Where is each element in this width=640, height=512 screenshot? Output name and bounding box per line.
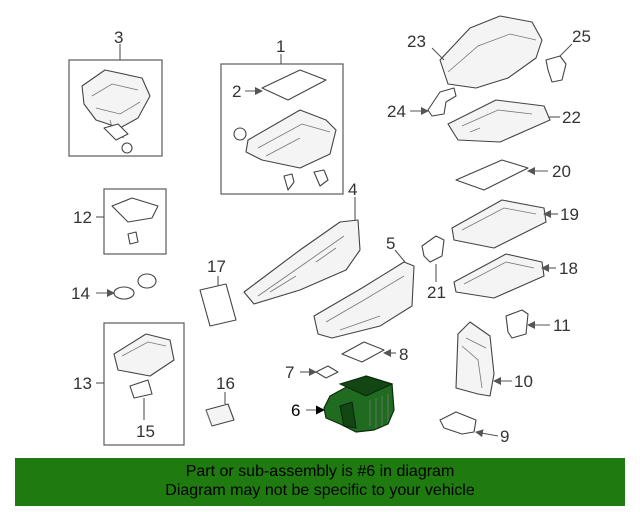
callout-22: 22 [562,108,581,127]
part-20-mat: 20 [455,159,571,191]
callout-6: 6 [291,401,300,420]
callout-10: 10 [514,372,533,391]
callout-1: 1 [276,37,285,56]
part-14-clips: 14 [71,273,157,303]
callout-20: 20 [552,162,571,181]
part-12-group: 12 [73,188,167,255]
callout-16: 16 [216,374,235,393]
banner-line-1: Part or sub-assembly is #6 in diagram [185,463,455,480]
part-12-box [103,188,167,255]
part-17-panel: 17 [199,257,237,327]
callout-7: 7 [285,363,294,382]
part-3-group: 3 [68,28,163,157]
part-21-bracket: 21 [421,235,446,302]
part-18-tray: 18 [453,253,578,299]
part-3-bracket [81,69,151,154]
part-4-side-panel: 4 [243,180,361,305]
part-6-console-box-highlighted[interactable]: 6 [291,375,395,433]
part-9-trim: 9 [439,411,509,446]
part-11-clip: 11 [505,309,571,339]
part-2-pad [261,69,327,101]
callout-21: 21 [427,283,446,302]
callout-2: 2 [232,82,241,101]
part-13-box [103,322,185,446]
callout-19: 19 [560,205,579,224]
part-22-lid-inner: 22 [447,99,581,143]
callout-11: 11 [553,316,571,335]
callout-15: 15 [136,422,155,441]
info-banner: Part or sub-assembly is #6 in diagram Di… [15,458,625,506]
part-8-pad: 8 [341,341,408,364]
callout-4: 4 [348,180,357,199]
callout-13: 13 [73,374,92,393]
callout-24: 24 [387,102,406,121]
part-25-clip: 25 [545,27,591,83]
callout-8: 8 [399,345,408,364]
part-24-hinge: 24 [387,87,457,121]
callout-18: 18 [559,259,578,278]
callout-3: 3 [114,28,123,47]
banner-line-2: Diagram may not be specific to your vehi… [165,482,475,499]
part-3-box [68,59,163,157]
callout-12: 12 [73,208,92,227]
part-13-group: 13 15 [73,322,185,446]
callout-14: 14 [71,284,90,303]
part-7-pad: 7 [285,363,339,382]
part-1-lid [233,109,337,191]
part-1-box [220,63,344,195]
part-23-armrest: 23 [407,15,543,89]
part-19-tray: 19 [451,199,579,249]
callout-23: 23 [407,32,426,51]
callout-25: 25 [572,27,591,46]
callout-5: 5 [386,234,395,253]
part-16-block: 16 [205,374,235,427]
part-1-group: 1 2 [220,37,344,195]
part-10-rear-panel: 10 [455,321,533,397]
callout-9: 9 [500,427,509,446]
part-5-side-panel: 5 [313,234,415,339]
callout-17: 17 [207,257,226,276]
